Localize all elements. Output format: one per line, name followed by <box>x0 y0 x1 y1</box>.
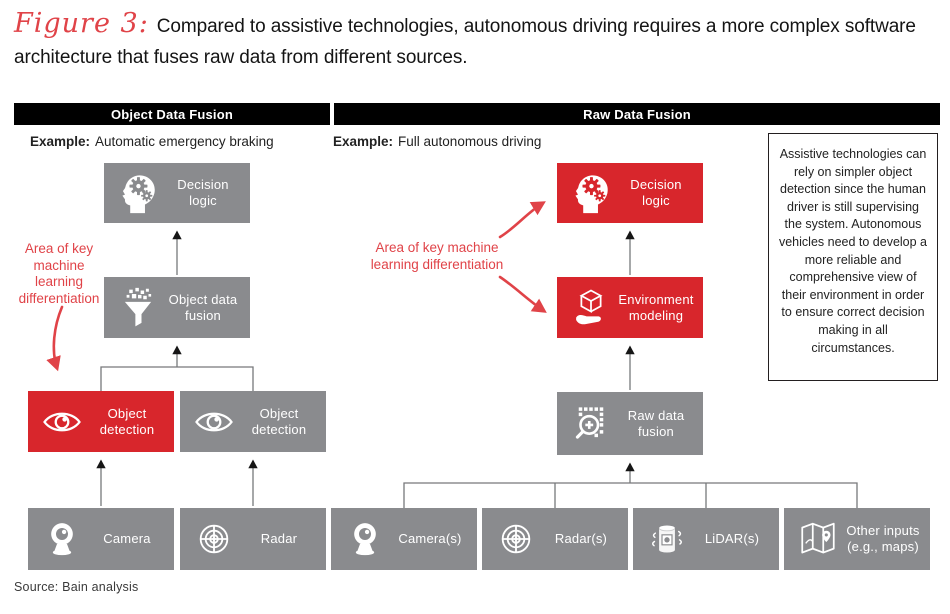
head-gears-icon <box>116 171 160 215</box>
box-label: Radar <box>260 531 298 546</box>
map-icon <box>796 517 840 561</box>
panel-header-object-data-fusion: Object Data Fusion <box>14 103 330 125</box>
example-label: Example: <box>333 134 394 149</box>
box-radars: Radar(s) <box>482 508 628 570</box>
annotation-arrow-right-up <box>498 201 546 239</box>
connector-sources-bracket <box>403 482 858 508</box>
box-lidars: LiDAR(s) <box>633 508 779 570</box>
note-box: Assistive technologies can rely on simpl… <box>768 133 938 381</box>
source-line: Source: Bain analysis <box>14 580 139 594</box>
radar-icon <box>192 517 236 561</box>
cube-hand-icon <box>569 286 613 330</box>
box-object-data-fusion: Object data fusion <box>104 277 250 338</box>
annotation-left: Area of key machine learning differentia… <box>18 241 100 306</box>
funnel-data-icon <box>116 286 160 330</box>
eye-icon <box>40 400 84 444</box>
box-other-inputs: Other inputs (e.g., maps) <box>784 508 930 570</box>
figure-label: Figure 3: <box>14 8 149 39</box>
box-label: Environment modeling <box>618 291 694 323</box>
example-text: Automatic emergency braking <box>95 134 274 149</box>
webcam-icon <box>40 517 84 561</box>
box-label: Camera <box>103 531 151 546</box>
annotation-right: Area of key machine learning differentia… <box>370 240 504 272</box>
box-object-detection-radar: Object detection <box>180 391 326 452</box>
figure-title: Figure 3:Compared to assistive technolog… <box>14 8 938 73</box>
example-text: Full autonomous driving <box>398 134 542 149</box>
radar-icon <box>494 517 538 561</box>
box-environment-modeling: Environment modeling <box>557 277 703 338</box>
box-cameras: Camera(s) <box>331 508 477 570</box>
box-label: Radar(s) <box>554 531 608 546</box>
panel-header-raw-data-fusion: Raw Data Fusion <box>334 103 940 125</box>
eye-icon <box>192 400 236 444</box>
box-label: Raw data fusion <box>627 407 685 439</box>
box-label: Object data fusion <box>168 291 238 323</box>
box-label: Object detection <box>99 405 155 437</box>
annotation-arrow-right-down <box>498 275 547 313</box>
magnifier-data-icon <box>569 402 613 446</box>
connector-detection-bracket <box>100 366 254 391</box>
box-label: Camera(s) <box>398 531 462 546</box>
example-label: Example: <box>30 134 91 149</box>
lidar-cylinder-icon <box>645 517 689 561</box>
box-decision-logic-left: Decision logic <box>104 163 250 223</box>
webcam-icon <box>343 517 387 561</box>
box-camera: Camera <box>28 508 174 570</box>
head-gears-icon <box>569 171 613 215</box>
box-object-detection-camera: Object detection <box>28 391 174 452</box>
box-label: Other inputs (e.g., maps) <box>846 523 920 554</box>
box-label: Decision logic <box>630 177 682 208</box>
annotation-arrow-left <box>46 305 64 372</box>
box-decision-logic-right: Decision logic <box>557 163 703 223</box>
box-label: Decision logic <box>177 177 229 208</box>
figure-title-text: Compared to assistive technologies, auto… <box>14 16 916 68</box>
example-caption-left: Example: Automatic emergency braking <box>30 134 274 149</box>
box-radar: Radar <box>180 508 326 570</box>
box-raw-data-fusion: Raw data fusion <box>557 392 703 455</box>
example-caption-right: Example: Full autonomous driving <box>333 134 541 149</box>
box-label: LiDAR(s) <box>704 531 760 546</box>
box-label: Object detection <box>251 405 307 437</box>
